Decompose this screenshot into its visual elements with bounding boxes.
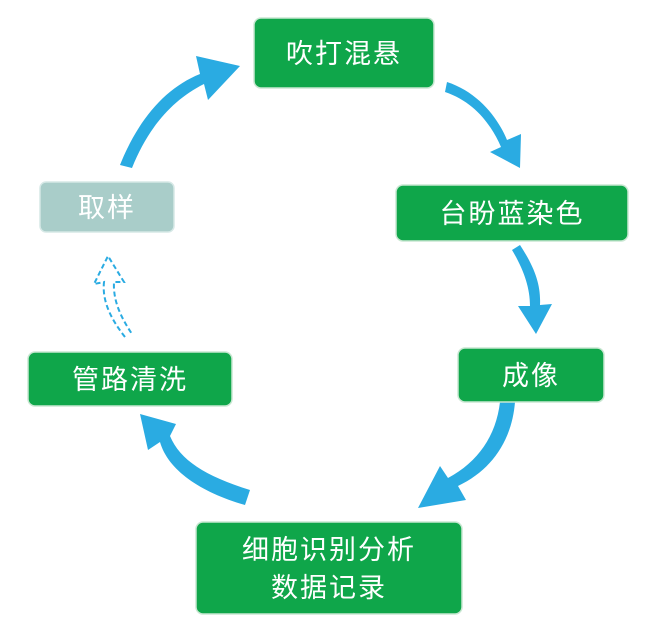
- nodes-layer: 吹打混悬 台盼蓝染色 成像 细胞识别分析 数据记录 管路清洗 取样: [27, 17, 629, 615]
- arrow-sampling-to-blow-mix: [120, 56, 240, 168]
- node-blow-mix-box: [253, 17, 435, 89]
- node-blow-mix-label: 吹打混悬: [286, 39, 402, 70]
- node-cell-analysis-label-line2: 数据记录: [271, 573, 387, 604]
- node-trypan-stain-label: 台盼蓝染色: [440, 199, 585, 230]
- arrow-pipe-clean-to-sampling: [92, 253, 133, 338]
- node-sampling: 取样: [39, 181, 175, 233]
- arrow-cell-analysis-to-pipe-clean: [140, 414, 250, 505]
- arrow-blow-mix-to-trypan-stain: [445, 82, 521, 168]
- edges-layer: [92, 56, 552, 508]
- node-trypan-stain-box: [395, 184, 629, 242]
- node-cell-analysis-box: [195, 521, 463, 615]
- node-blow-mix: 吹打混悬: [253, 17, 435, 89]
- node-imaging: 成像: [457, 347, 605, 403]
- node-imaging-label: 成像: [502, 361, 560, 392]
- node-pipe-clean: 管路清洗: [27, 351, 233, 407]
- node-sampling-label: 取样: [78, 193, 136, 224]
- node-sampling-box: [39, 181, 175, 233]
- node-cell-analysis: 细胞识别分析 数据记录: [195, 521, 463, 615]
- node-trypan-stain: 台盼蓝染色: [395, 184, 629, 242]
- node-pipe-clean-label: 管路清洗: [72, 365, 188, 396]
- node-cell-analysis-label-line1: 细胞识别分析: [242, 535, 416, 566]
- node-imaging-box: [457, 347, 605, 403]
- arrow-trypan-stain-to-imaging: [512, 245, 552, 334]
- node-pipe-clean-box: [27, 351, 233, 407]
- arrow-imaging-to-cell-analysis: [418, 402, 515, 508]
